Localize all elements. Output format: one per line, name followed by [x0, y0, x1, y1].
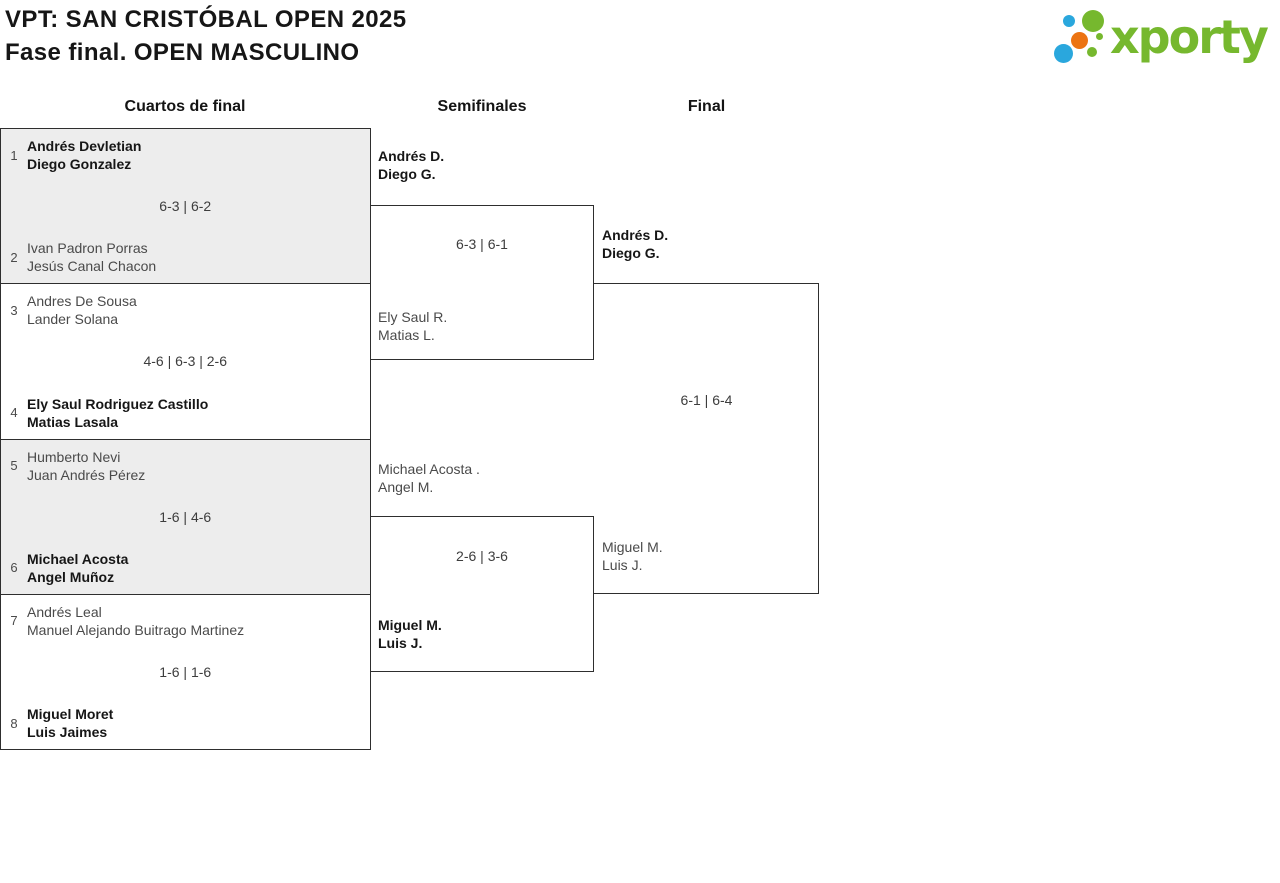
- seed-number: 8: [10, 715, 18, 731]
- player-name: Andrés Leal: [27, 603, 102, 620]
- player-name: Jesús Canal Chacon: [27, 258, 157, 275]
- team-names: Andrés Devletian Diego Gonzalez: [27, 137, 362, 173]
- seed-number: 4: [10, 405, 18, 420]
- match-score: 4-6 | 6-3 | 2-6: [143, 353, 228, 370]
- seed-number: 2: [10, 249, 18, 265]
- player-name: Diego Gonzalez: [27, 156, 132, 172]
- player-name: Luis Jaimes: [27, 724, 108, 740]
- match-score: 2-6 | 3-6: [456, 548, 508, 564]
- match-score: 6-3 | 6-1: [456, 236, 508, 252]
- seed-number: 6: [10, 560, 18, 576]
- team-names: Miguel M. Luis J.: [378, 616, 442, 652]
- player-name: Andrés D.: [602, 227, 669, 243]
- team-names: Michael Acosta . Angel M.: [378, 460, 480, 496]
- team-names: Ely Saul Rodriguez Castillo Matias Lasal…: [27, 395, 362, 431]
- player-name: Michael Acosta .: [378, 461, 480, 477]
- sf-match-1-box[interactable]: [370, 205, 594, 360]
- player-name: Miguel M.: [378, 617, 442, 633]
- player-name: Michael Acosta: [27, 550, 129, 567]
- player-name: Juan Andrés Pérez: [27, 466, 146, 483]
- match-score: 6-3 | 6-2: [159, 198, 212, 215]
- seed-number: 1: [10, 147, 18, 163]
- match-score: 1-6 | 1-6: [159, 663, 212, 680]
- player-name: Angel Muñoz: [27, 568, 115, 585]
- player-name: Matias Lasala: [27, 413, 119, 430]
- logo-wordmark: xporty: [1110, 10, 1269, 64]
- phase-category: Fase final. OPEN MASCULINO: [5, 39, 360, 66]
- player-name: Miguel M.: [602, 539, 663, 555]
- qf-match-4[interactable]: 7 Andrés Leal Manuel Alejando Buitrago M…: [1, 594, 370, 749]
- team-names: Humberto Nevi Juan Andrés Pérez: [27, 448, 362, 484]
- player-name: Angel M.: [378, 479, 434, 495]
- player-name: Lander Solana: [27, 311, 119, 328]
- qf-match-3[interactable]: 5 Humberto Nevi Juan Andrés Pérez 1-6 | …: [1, 439, 370, 595]
- player-name: Humberto Nevi: [27, 448, 121, 465]
- team-names: Andrés Leal Manuel Alejando Buitrago Mar…: [27, 603, 362, 639]
- player-name: Ivan Padron Porras: [27, 240, 148, 257]
- round-header-final: Final: [687, 98, 726, 115]
- round-header-quarterfinals: Cuartos de final: [124, 98, 246, 115]
- sf-match-2-box[interactable]: [370, 516, 594, 672]
- match-score: 1-6 | 4-6: [159, 508, 212, 525]
- team-names: Ivan Padron Porras Jesús Canal Chacon: [27, 239, 362, 275]
- final-match-box[interactable]: [594, 283, 819, 594]
- player-name: Miguel Moret: [27, 706, 114, 722]
- seed-number: 5: [10, 458, 18, 473]
- xporty-logo[interactable]: xporty: [1040, 0, 1278, 72]
- qf-match-1[interactable]: 1 Andrés Devletian Diego Gonzalez 6-3 | …: [1, 129, 370, 285]
- player-name: Luis J.: [602, 557, 643, 573]
- logo-dot-green-small-icon: [1087, 47, 1097, 57]
- seed-number: 3: [10, 302, 18, 318]
- page-title: VPT: SAN CRISTÓBAL OPEN 2025 Fase final.…: [5, 3, 407, 69]
- logo-dot-green-tiny-icon: [1096, 33, 1103, 40]
- player-name: Luis J.: [378, 635, 423, 651]
- team-names: Andres De Sousa Lander Solana: [27, 292, 362, 328]
- player-name: Ely Saul Rodriguez Castillo: [27, 395, 209, 412]
- tournament-name: VPT: SAN CRISTÓBAL OPEN 2025: [5, 6, 407, 33]
- seed-number: 7: [10, 613, 18, 629]
- player-name: Manuel Alejando Buitrago Martinez: [27, 621, 245, 638]
- player-name: Diego G.: [378, 166, 436, 182]
- logo-dot-blue-medium-icon: [1054, 44, 1073, 63]
- team-names: Miguel M. Luis J.: [602, 538, 663, 574]
- team-names: Andrés D. Diego G.: [378, 147, 444, 183]
- player-name: Andres De Sousa: [27, 293, 137, 310]
- match-score: 6-1 | 6-4: [680, 392, 733, 408]
- team-names: Ely Saul R. Matias L.: [378, 308, 447, 344]
- team-names: Michael Acosta Angel Muñoz: [27, 550, 362, 586]
- player-name: Diego G.: [602, 245, 660, 261]
- logo-dot-blue-small-icon: [1063, 15, 1075, 27]
- player-name: Matias L.: [378, 327, 435, 343]
- team-names: Andrés D. Diego G.: [602, 226, 668, 262]
- qf-match-2[interactable]: 3 Andres De Sousa Lander Solana 4-6 | 6-…: [1, 284, 370, 440]
- logo-dot-orange-icon: [1071, 32, 1088, 49]
- quarterfinals-column: 1 Andrés Devletian Diego Gonzalez 6-3 | …: [0, 128, 371, 750]
- player-name: Ely Saul R.: [378, 309, 448, 325]
- round-header-semifinals: Semifinales: [437, 98, 527, 115]
- team-names: Miguel Moret Luis Jaimes: [27, 705, 362, 741]
- player-name: Andrés Devletian: [27, 138, 142, 154]
- player-name: Andrés D.: [378, 148, 445, 164]
- logo-dot-green-large-icon: [1082, 10, 1104, 32]
